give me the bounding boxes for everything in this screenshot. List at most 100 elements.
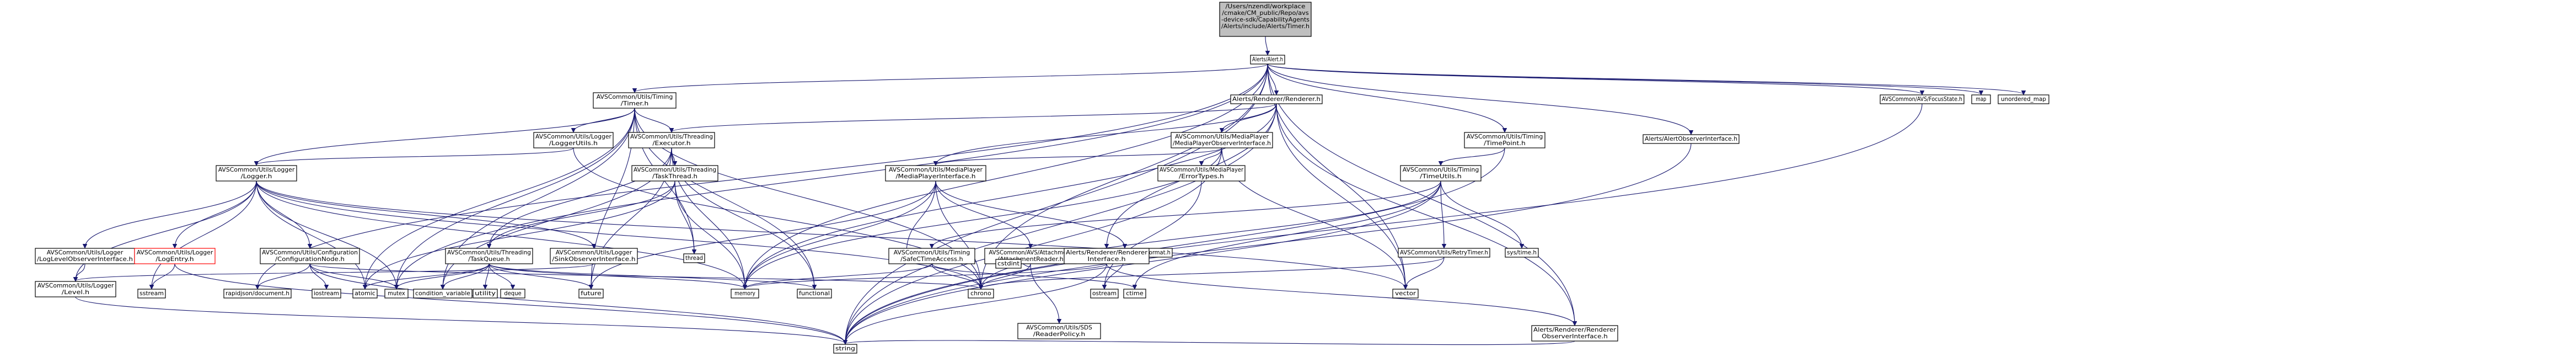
- node-safectime[interactable]: AVSCommon/Utils/Timing/SafeCTimeAccess.h: [888, 248, 975, 264]
- edge-config-node-to-rapidjson: [257, 263, 310, 289]
- node-box: [35, 281, 116, 297]
- node-box: [533, 132, 614, 148]
- node-mp-interface[interactable]: AVSCommon/Utils/MediaPlayer/MediaPlayerI…: [885, 165, 986, 182]
- edge-timepoint-to-timeutils: [1441, 147, 1505, 165]
- node-label: /SafeCTimeAccess.h: [900, 255, 963, 263]
- node-root[interactable]: /Users/nzendl/workplace/cmake/CM_public/…: [1219, 2, 1312, 37]
- node-sstream[interactable]: sstream: [137, 289, 166, 299]
- node-sink-observer[interactable]: AVSCommon/Utils/Logger/SinkObserverInter…: [550, 248, 638, 264]
- node-renderer-observer[interactable]: Alerts/Renderer/RendererObserverInterfac…: [1531, 325, 1618, 342]
- node-ostream[interactable]: ostream: [1090, 289, 1119, 299]
- node-box: [216, 165, 297, 182]
- node-renderer[interactable]: Alerts/Renderer/Renderer.h: [1230, 94, 1323, 104]
- node-logentry[interactable]: AVSCommon/Utils/Logger/LogEntry.h: [134, 248, 216, 264]
- node-label: AVSCommon/Utils/Configuration: [262, 249, 358, 256]
- node-label: sys/time.h: [1507, 249, 1537, 256]
- edge-mp-observer-to-mp-interface: [936, 147, 1222, 165]
- node-box: [1464, 132, 1545, 148]
- edge-timing-timer-to-mutex: [396, 108, 635, 289]
- node-logger[interactable]: AVSCommon/Utils/Logger/Logger.h: [216, 165, 297, 182]
- node-deque[interactable]: deque: [500, 289, 525, 299]
- node-label: /MediaPlayerObserverInterface.h: [1173, 140, 1271, 147]
- edge-timeutils-to-ctime: [1135, 180, 1441, 289]
- node-mutex[interactable]: mutex: [384, 289, 409, 299]
- edge-errortypes-to-ostream: [1104, 180, 1202, 289]
- edge-timeutils-to-retrytimer: [1440, 180, 1444, 248]
- edge-renderer-observer-to-string: [845, 340, 1575, 345]
- node-atomic[interactable]: atomic: [352, 289, 378, 299]
- edge-taskthread-to-taskqueue: [489, 180, 675, 248]
- node-future[interactable]: future: [578, 289, 604, 299]
- node-label: -device-sdk/CapabilityAgents: [1221, 16, 1310, 23]
- node-thread[interactable]: thread: [683, 253, 705, 263]
- node-mp-observer[interactable]: AVSCommon/Utils/MediaPlayer/MediaPlayerO…: [1171, 132, 1273, 148]
- node-timepoint[interactable]: AVSCommon/Utils/Timing/TimePoint.h: [1464, 132, 1545, 148]
- node-errortypes[interactable]: AVSCommon/Utils/MediaPlayer/ErrorTypes.h: [1157, 165, 1246, 182]
- node-taskthread[interactable]: AVSCommon/Utils/Threading/TaskThread.h: [631, 165, 718, 182]
- node-sds-policy[interactable]: AVSCommon/Utils/SDS/ReaderPolicy.h: [1017, 323, 1101, 339]
- node-retrytimer[interactable]: AVSCommon/Utils/RetryTimer.h: [1398, 248, 1490, 258]
- node-systime[interactable]: sys/time.h: [1505, 248, 1539, 258]
- node-label: AVSCommon/Utils/Threading: [630, 133, 713, 140]
- edge-renderer-to-string: [845, 103, 1277, 344]
- edge-renderer-interface-to-memory: [745, 263, 1107, 289]
- node-box: [445, 248, 533, 264]
- edge-mp-interface-to-future: [591, 180, 936, 289]
- node-config-node[interactable]: AVSCommon/Utils/Configuration/Configurat…: [260, 248, 360, 264]
- node-unordered-map[interactable]: unordered_map: [1998, 94, 2049, 104]
- node-logger-utils[interactable]: AVSCommon/Utils/Logger/LoggerUtils.h: [533, 132, 614, 148]
- node-label: AVSCommon/Utils/MediaPlayer: [889, 166, 983, 173]
- node-label: AVSCommon/Utils/Logger: [137, 249, 213, 256]
- node-box: [134, 248, 216, 264]
- node-map[interactable]: map: [1971, 94, 1991, 104]
- node-label: vector: [1395, 290, 1416, 297]
- node-box: [35, 248, 135, 264]
- node-label: thread: [685, 254, 703, 262]
- node-box: [833, 344, 857, 354]
- node-box: [1123, 289, 1146, 299]
- node-label: /cmake/CM_public/Repo/avs: [1222, 9, 1309, 17]
- edge-focusstate-to-string: [845, 103, 1923, 344]
- node-label: unordered_map: [2001, 95, 2046, 103]
- node-cstdint[interactable]: cstdint: [995, 259, 1022, 269]
- node-box: [1230, 94, 1323, 104]
- node-ctime[interactable]: ctime: [1123, 289, 1146, 299]
- node-box: [968, 289, 994, 299]
- node-box: [1392, 289, 1419, 299]
- node-loglevel-observer[interactable]: AVSCommon/Utils/Logger/LogLevelObserverI…: [35, 248, 135, 264]
- node-string[interactable]: string: [833, 344, 857, 354]
- node-vector[interactable]: vector: [1392, 289, 1419, 299]
- node-label: AVSCommon/Utils/Logger: [556, 249, 632, 256]
- node-box: [1531, 325, 1618, 342]
- node-threading-executor[interactable]: AVSCommon/Utils/Threading/Executor.h: [628, 132, 715, 148]
- node-timing-timer[interactable]: AVSCommon/Utils/Timing/Timer.h: [593, 92, 677, 109]
- edge-renderer-to-threading-executor: [672, 103, 1277, 132]
- node-functional[interactable]: functional: [797, 289, 832, 299]
- node-taskqueue[interactable]: AVSCommon/Utils/Threading/TaskQueue.h: [445, 248, 533, 264]
- edge-alert-to-string: [845, 63, 1268, 344]
- node-label: /TaskQueue.h: [468, 255, 510, 263]
- node-rapidjson[interactable]: rapidjson/document.h: [223, 289, 292, 299]
- edge-taskthread-to-memory: [674, 180, 745, 289]
- edge-taskqueue-to-memory: [489, 263, 745, 289]
- node-alert-observer[interactable]: Alerts/AlertObserverInterface.h: [1643, 134, 1740, 144]
- node-condition-variable[interactable]: condition_variable: [413, 289, 473, 299]
- edge-alert-to-vector: [1267, 63, 1405, 289]
- node-focusstate[interactable]: AVSCommon/AVS/FocusState.h: [1880, 94, 1965, 104]
- node-label: /TimePoint.h: [1484, 140, 1526, 147]
- node-alert[interactable]: Alerts/Alert.h: [1250, 55, 1285, 65]
- node-utility[interactable]: utility: [473, 289, 498, 299]
- edge-alert-to-renderer-observer: [1267, 63, 1575, 325]
- edge-timepoint-to-string: [845, 147, 1505, 344]
- node-box: [1398, 248, 1490, 258]
- node-timeutils[interactable]: AVSCommon/Utils/Timing/TimeUtils.h: [1400, 165, 1482, 182]
- edge-renderer-to-vector: [1276, 103, 1405, 289]
- node-memory[interactable]: memory: [731, 289, 759, 299]
- edge-logger-to-loglevel-observer: [85, 180, 257, 248]
- node-logger-level[interactable]: AVSCommon/Utils/Logger/Level.h: [35, 281, 116, 297]
- node-label: /SinkObserverInterface.h: [552, 255, 635, 263]
- node-iostream[interactable]: iostream: [312, 289, 341, 299]
- node-chrono[interactable]: chrono: [968, 289, 994, 299]
